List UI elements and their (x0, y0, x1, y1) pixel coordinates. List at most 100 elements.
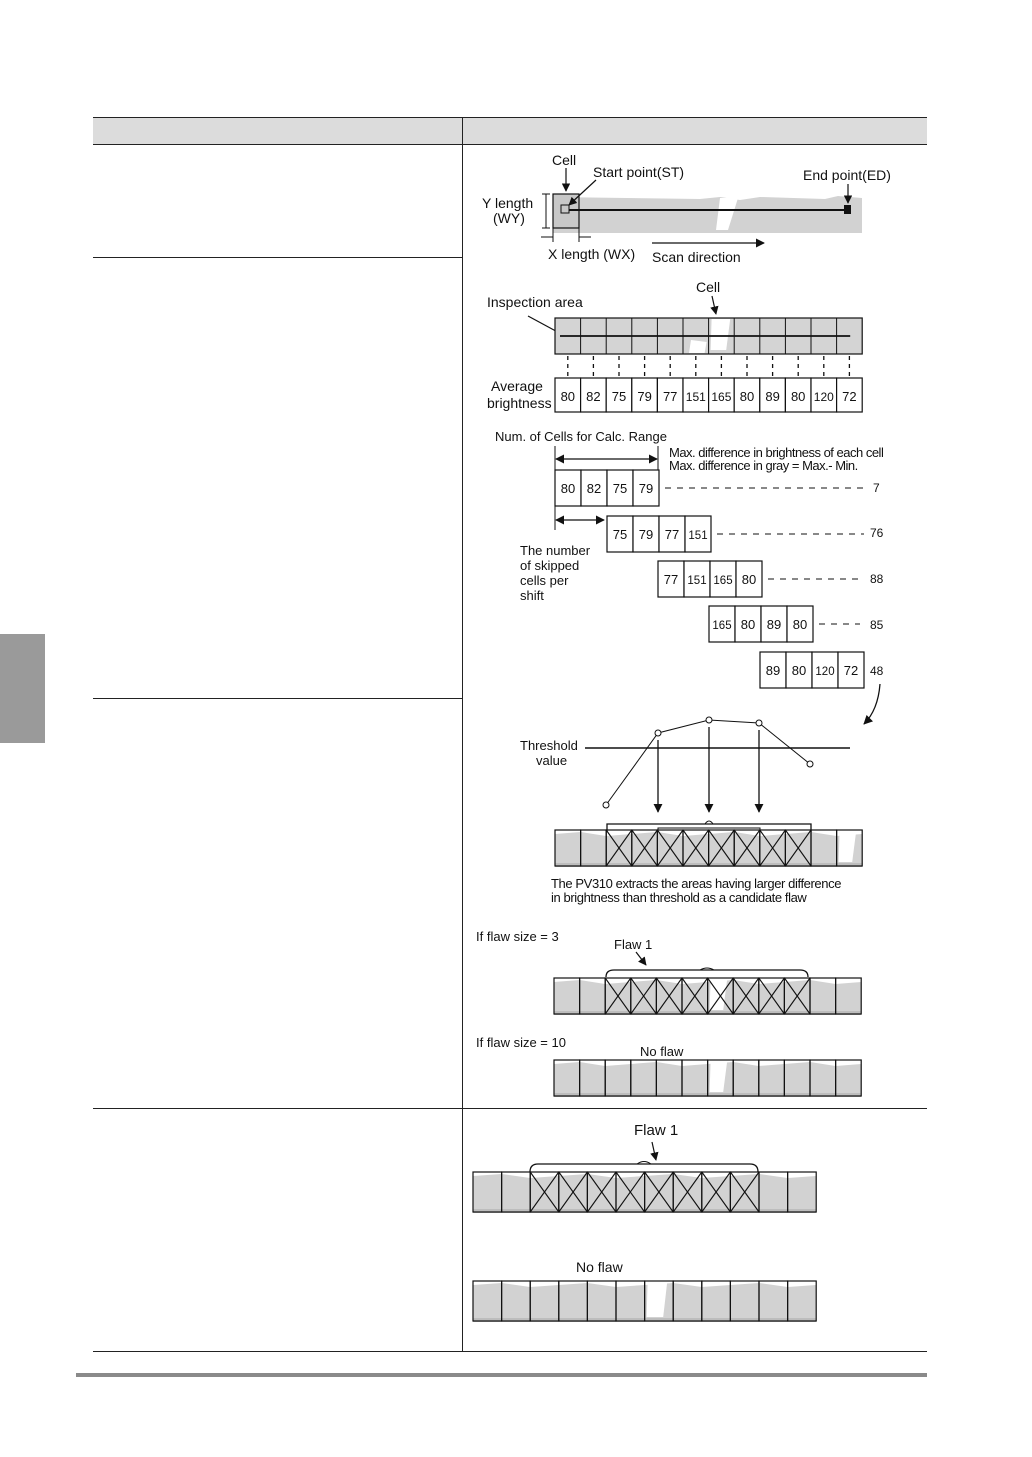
calc-value: 89 (767, 617, 781, 632)
average-cell (733, 377, 761, 413)
average-value: 77 (663, 389, 677, 404)
calc-cell (708, 605, 736, 643)
chapter-tab (0, 634, 45, 743)
result-noflaw-strip (472, 1280, 817, 1322)
flaw-1-label: Flaw 1 (614, 937, 652, 952)
scan-strip (553, 196, 862, 233)
start-point-label: Start point(ST) (593, 164, 684, 180)
result-flaw-strip (472, 1171, 817, 1213)
calc-value: 72 (844, 663, 858, 678)
calc-value: 80 (742, 572, 756, 587)
calc-value: 77 (665, 527, 679, 542)
calc-cell (632, 469, 660, 507)
average-cell (631, 377, 658, 413)
average-cell (759, 377, 786, 413)
calc-cell (785, 651, 813, 689)
end-point-marker (844, 205, 851, 214)
result-no-flaw-label: No flaw (576, 1259, 624, 1275)
calc-value: 80 (741, 617, 755, 632)
caption-line-2: in brightness than threshold as a candid… (551, 890, 807, 905)
average-cell (835, 377, 863, 413)
result-diagram: Flaw 1 No flaw (472, 1122, 817, 1322)
skip-label-1: The number (520, 543, 591, 558)
y-length-abbr: (WY) (493, 210, 525, 226)
column-divider (462, 117, 463, 1351)
max-diff-formula: Max. difference in gray = Max.- Min. (669, 458, 858, 473)
candidate-strip (554, 829, 863, 867)
calc-value: 80 (561, 481, 575, 496)
calc-value: 120 (815, 666, 834, 678)
average-cell (605, 377, 633, 413)
max-diff-label: Max. difference in brightness of each ce… (669, 445, 884, 460)
calc-value: 80 (792, 663, 806, 678)
max-difference-result: 85 (870, 618, 884, 632)
threshold-label: Threshold (520, 738, 578, 753)
average-cell (682, 377, 710, 413)
strip-defect (716, 198, 738, 230)
flaw-size-10-label: If flaw size = 10 (476, 1035, 566, 1050)
strip-cell (834, 1059, 862, 1097)
x-length-label: X length (WX) (548, 246, 635, 262)
average-label: Average (491, 378, 543, 394)
flaw10-strip (553, 1059, 862, 1097)
threshold-diagram: Threshold value The PV310 extracts the a… (476, 716, 863, 1097)
average-cell (784, 377, 812, 413)
flaw-size-3-label: If flaw size = 3 (476, 929, 559, 944)
calc-value: 82 (587, 481, 601, 496)
calc-cell (580, 469, 608, 507)
cell-label: Cell (552, 152, 576, 168)
skip-label-2: of skipped (520, 558, 579, 573)
calc-cell (811, 651, 839, 689)
calc-cell (657, 560, 685, 598)
calc-cell (734, 605, 762, 643)
row-divider-3 (93, 1108, 927, 1109)
calc-cell (759, 651, 787, 689)
average-cell (579, 377, 607, 413)
skip-label-4: shift (520, 588, 544, 603)
cell-label-2: Cell (696, 279, 720, 295)
average-value: 79 (637, 389, 651, 404)
calc-cell (683, 560, 711, 598)
calc-cell (760, 605, 788, 643)
calc-value: 75 (613, 481, 627, 496)
average-value: 80 (740, 389, 754, 404)
calc-cell (684, 515, 712, 553)
average-value: 120 (814, 390, 834, 404)
scan-direction-label: Scan direction (652, 249, 741, 265)
calc-value: 79 (639, 481, 653, 496)
calc-value: 89 (766, 663, 780, 678)
max-difference-result: 7 (873, 481, 880, 495)
calc-value: 151 (688, 530, 707, 542)
strip-cell (834, 977, 862, 1015)
end-point-label: End point(ED) (803, 167, 891, 183)
max-difference-result: 48 (870, 664, 884, 678)
calc-range-row: 80 82 75 79 7 (554, 469, 880, 507)
calc-cell (735, 560, 763, 598)
row-divider-2 (93, 698, 462, 699)
average-cell (810, 377, 838, 413)
max-difference-result: 76 (870, 526, 884, 540)
max-difference-result: 88 (870, 572, 884, 586)
average-cell (656, 377, 684, 413)
strip-cell (835, 829, 863, 867)
average-value: 72 (842, 389, 856, 404)
calc-cell (837, 651, 865, 689)
inspection-area-label: Inspection area (487, 294, 583, 310)
y-length-label: Y length (482, 195, 533, 211)
calc-value: 165 (712, 620, 731, 632)
footer-rule (76, 1373, 927, 1377)
scan-diagram: Cell Start point(ST) End point(ED) Y len… (482, 152, 891, 265)
calc-value: 79 (639, 527, 653, 542)
difference-curve (605, 719, 811, 806)
calc-value: 77 (664, 572, 678, 587)
average-value: 82 (586, 389, 600, 404)
skip-label-3: cells per (520, 573, 569, 588)
calc-cell (786, 605, 814, 643)
average-cell (554, 377, 582, 413)
average-value: 80 (791, 389, 805, 404)
calc-value: 75 (613, 527, 627, 542)
strip-cell (786, 1171, 817, 1213)
